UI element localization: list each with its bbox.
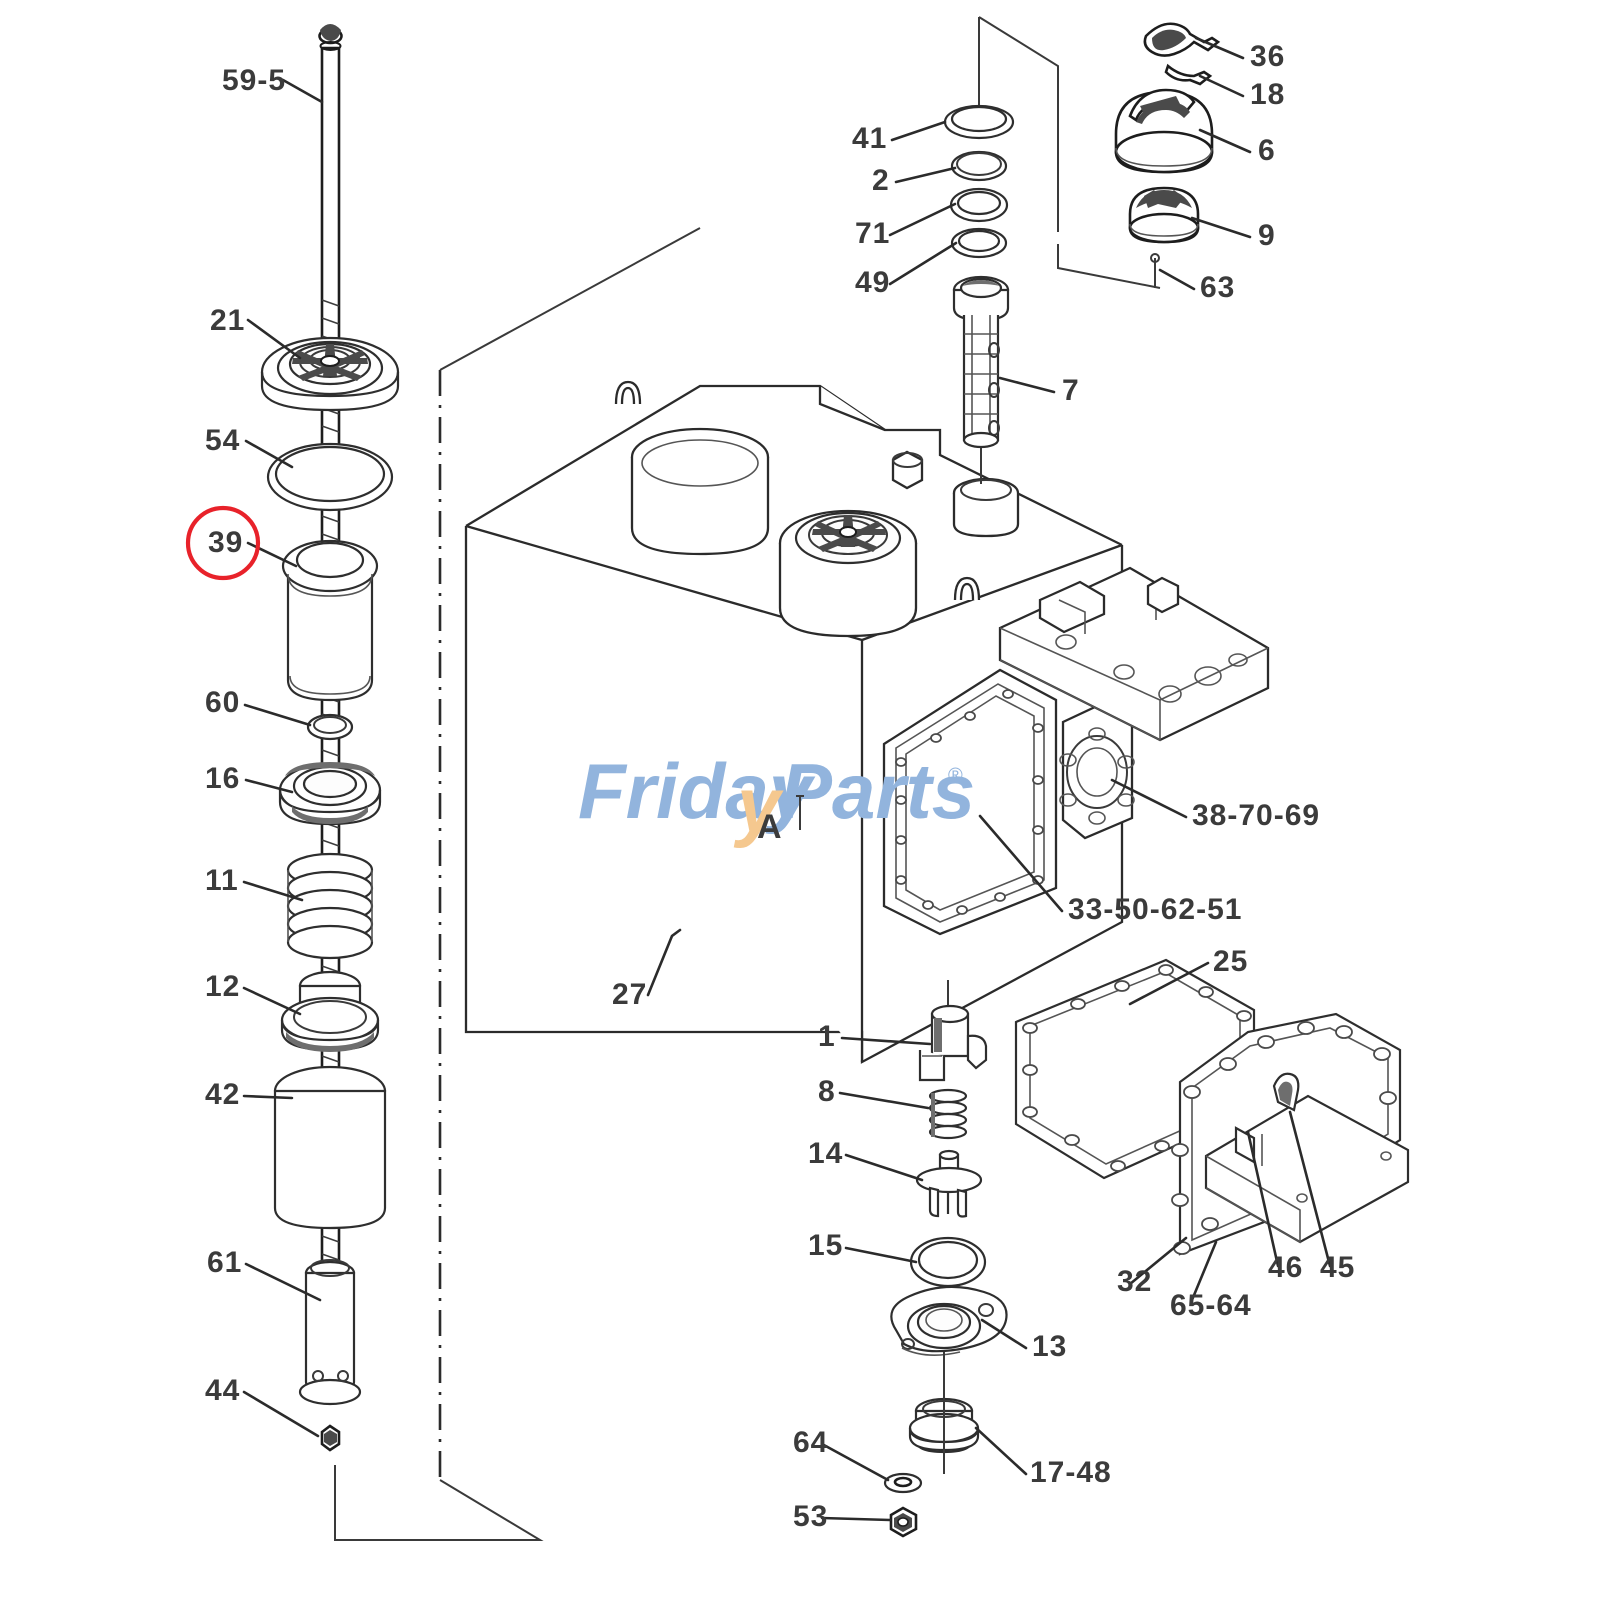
callout-label-25: 25 xyxy=(1213,945,1248,978)
callout-leader-lines xyxy=(242,36,1332,1522)
callout-label-53: 53 xyxy=(793,1500,828,1533)
callout-label-9: 9 xyxy=(1258,219,1276,252)
watermark-accent-y: y xyxy=(733,761,784,849)
part-nut-44 xyxy=(320,1424,341,1452)
part-marker-63 xyxy=(1150,253,1160,288)
part-flange-cover-13 xyxy=(890,1285,1008,1356)
callout-label-61: 61 xyxy=(207,1246,242,1279)
callout-label-64: 64 xyxy=(793,1426,828,1459)
callout-label-27: 27 xyxy=(612,978,647,1011)
callout-label-60: 60 xyxy=(205,686,240,719)
callout-label-44: 44 xyxy=(205,1374,240,1407)
part-valve-body-1 xyxy=(918,980,988,1082)
callout-label-13: 13 xyxy=(1032,1330,1067,1363)
callout-label-46: 46 xyxy=(1268,1251,1303,1284)
part-ring-60 xyxy=(306,713,354,741)
callout-label-17-48: 17-48 xyxy=(1030,1456,1112,1489)
callout-label-14: 14 xyxy=(808,1137,843,1170)
part-oring-49 xyxy=(950,227,1008,259)
part-filler-cap-6 xyxy=(1114,88,1214,174)
callout-label-12: 12 xyxy=(205,970,240,1003)
part-spring-8 xyxy=(928,1088,968,1140)
highlight-ring-39 xyxy=(185,505,261,581)
part-tube-spacer-61 xyxy=(298,1259,362,1406)
part-strainer-7 xyxy=(952,275,1010,484)
callout-label-2: 2 xyxy=(872,164,890,197)
part-oring-71 xyxy=(949,187,1009,223)
part-oring-15 xyxy=(909,1236,987,1288)
callout-label-8: 8 xyxy=(818,1075,836,1108)
part-cap-base-9 xyxy=(1128,186,1200,244)
callout-label-38-70-69: 38-70-69 xyxy=(1192,799,1320,832)
part-valve-poppet-14 xyxy=(915,1149,983,1218)
assembly-axis-left xyxy=(334,227,701,1541)
callout-label-7: 7 xyxy=(1062,374,1080,407)
callout-label-65-64: 65-64 xyxy=(1170,1289,1252,1322)
assembly-bracket-top xyxy=(978,16,1161,289)
part-cylinder-42 xyxy=(273,1065,387,1230)
part-bracket-46-45 xyxy=(1204,1072,1410,1244)
section-a-pointer xyxy=(796,795,804,830)
callout-label-59-5: 59-5 xyxy=(222,64,286,97)
watermark-parts: Parts xyxy=(780,747,975,835)
part-washer-64 xyxy=(883,1472,923,1494)
callout-label-16: 16 xyxy=(205,762,240,795)
callout-label-32: 32 xyxy=(1117,1265,1152,1298)
callout-label-36: 36 xyxy=(1250,40,1285,73)
part-filter-cap-21 xyxy=(260,336,400,412)
part-oring-41 xyxy=(943,104,1015,140)
fridayparts-watermark: Friday y Parts ® xyxy=(578,747,975,849)
callout-label-6: 6 xyxy=(1258,134,1276,167)
callout-label-1: 1 xyxy=(818,1020,836,1053)
callout-label-49: 49 xyxy=(855,266,890,299)
watermark-friday: Friday xyxy=(578,747,816,835)
hydraulic-tank-body-27 xyxy=(464,380,1270,1064)
callout-label-45: 45 xyxy=(1320,1251,1355,1284)
callout-labels: 59-5215439601611124261442741271497361869… xyxy=(205,40,1355,1533)
part-spring-11 xyxy=(286,852,374,960)
callout-label-15: 15 xyxy=(808,1229,843,1262)
callout-label-41: 41 xyxy=(852,122,887,155)
part-filter-element-39 xyxy=(281,539,379,702)
section-label-a: A xyxy=(757,808,782,846)
callout-label-63: 63 xyxy=(1200,271,1235,304)
callout-label-71: 71 xyxy=(855,217,890,250)
callout-label-33-50-62-51: 33-50-62-51 xyxy=(1068,893,1242,926)
part-nut-53 xyxy=(889,1506,918,1538)
part-oring-54 xyxy=(266,442,394,512)
part-retainer-clip-36-18 xyxy=(1143,22,1221,86)
callout-label-42: 42 xyxy=(205,1078,240,1111)
callout-label-18: 18 xyxy=(1250,78,1285,111)
callout-label-21: 21 xyxy=(210,304,245,337)
callout-label-54: 54 xyxy=(205,424,240,457)
callout-label-11: 11 xyxy=(205,864,239,897)
part-bushing-12 xyxy=(280,970,380,1052)
callout-label-39: 39 xyxy=(208,526,243,559)
part-seal-seat-16 xyxy=(278,762,382,826)
watermark-registered: ® xyxy=(948,765,963,787)
part-oring-2 xyxy=(950,150,1008,182)
